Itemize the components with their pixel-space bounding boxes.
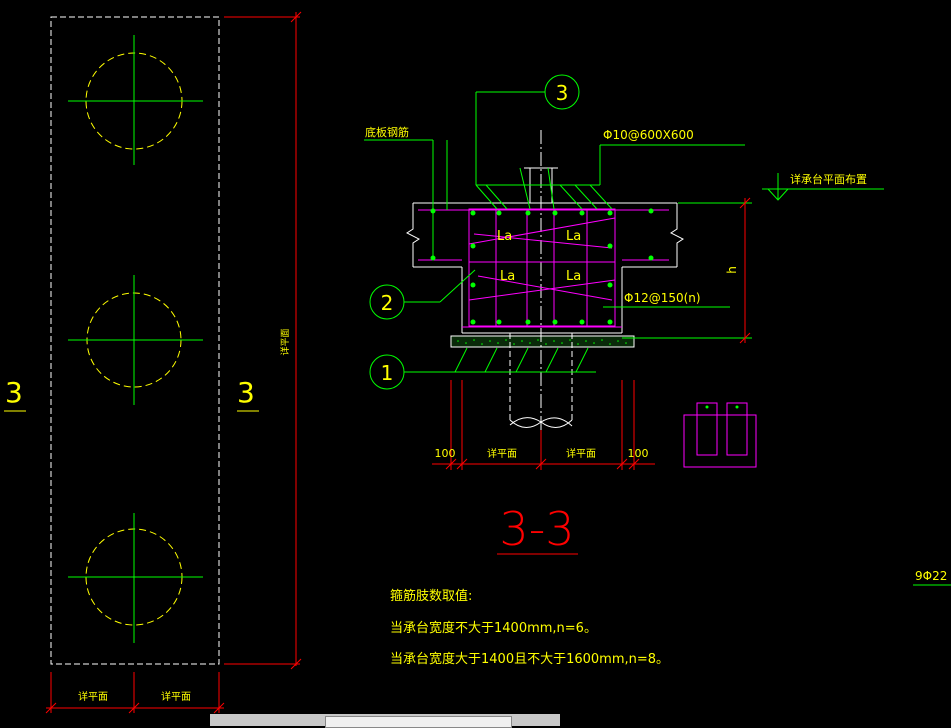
section-outline bbox=[406, 202, 684, 334]
anchor-label: La bbox=[566, 229, 581, 244]
edge-rebar-label: 9Φ22 bbox=[915, 569, 947, 583]
plan-width-dimension bbox=[45, 672, 225, 714]
label-stirrup: Φ12@150(n) bbox=[624, 291, 701, 305]
section-mark-left: 3 bbox=[4, 376, 26, 412]
leader-lines bbox=[364, 91, 884, 373]
section-mark-right: 3 bbox=[237, 376, 259, 412]
toolbar-button-right[interactable] bbox=[535, 716, 547, 726]
cushion-layer bbox=[450, 335, 635, 348]
balloon-2: 2 bbox=[369, 284, 405, 320]
anchor-label: La bbox=[500, 269, 515, 284]
notes-block: 箍筋肢数取值: 当承台宽度不大于1400mm,n=6。 当承台宽度大于1400且… bbox=[390, 588, 669, 667]
balloon-3: 3 bbox=[544, 74, 580, 110]
label-elevation: 详承台平面布置 bbox=[790, 172, 867, 186]
label-tie-rebar: Φ10@600X600 bbox=[603, 128, 694, 142]
cushion-hatch bbox=[457, 339, 627, 345]
anchor-label: La bbox=[566, 269, 581, 284]
svg-text:3: 3 bbox=[5, 376, 23, 409]
notes-heading: 箍筋肢数取值: bbox=[390, 588, 472, 604]
height-mark: h bbox=[725, 266, 739, 274]
pile-circle-3 bbox=[68, 513, 203, 643]
label-bottom-slab-rebar: 底板钢筋 bbox=[365, 125, 409, 139]
notes-line-2: 当承台宽度大于1400且不大于1600mm,n=8。 bbox=[390, 651, 669, 667]
anchor-label: La bbox=[497, 229, 512, 244]
pile-circle-2 bbox=[68, 275, 203, 405]
toolbar-button-left[interactable] bbox=[224, 716, 236, 726]
section-width-dimension bbox=[432, 380, 655, 470]
dim-right-mid: 详平面 bbox=[566, 447, 596, 460]
dim-left-edge: 100 bbox=[435, 447, 456, 460]
plan-width-label-left: 详平面 bbox=[78, 690, 108, 703]
bottom-toolbar[interactable] bbox=[210, 714, 560, 728]
height-dimension bbox=[739, 197, 751, 344]
plan-width-label-right: 详平面 bbox=[161, 690, 191, 703]
balloon-1: 1 bbox=[369, 354, 405, 390]
notes-line-1: 当承台宽度不大于1400mm,n=6。 bbox=[390, 620, 597, 636]
dim-left-mid: 详平面 bbox=[487, 447, 517, 460]
dim-right-edge: 100 bbox=[628, 447, 649, 460]
stirrup-detail-dots bbox=[705, 405, 739, 409]
pile-cap-outline bbox=[50, 16, 220, 665]
svg-text:2: 2 bbox=[381, 291, 394, 315]
stirrup-detail bbox=[683, 402, 757, 468]
plan-height-dimension bbox=[224, 11, 302, 670]
svg-text:3: 3 bbox=[237, 376, 255, 409]
svg-text:3: 3 bbox=[556, 81, 569, 105]
pile-circle-1 bbox=[68, 35, 203, 165]
toolbar-input-field[interactable] bbox=[325, 716, 512, 728]
svg-text:1: 1 bbox=[381, 361, 394, 385]
plan-height-label: 详平面 bbox=[279, 328, 291, 355]
rebar-cage bbox=[418, 208, 669, 328]
plan-view: 详平面 详平面 详平面 3 3 bbox=[4, 11, 302, 714]
section-view: 3 2 1 底板钢筋 Φ10@600X600 详承台平面布置 Φ12@150(n… bbox=[364, 74, 884, 556]
section-title: 3-3 bbox=[499, 502, 574, 556]
